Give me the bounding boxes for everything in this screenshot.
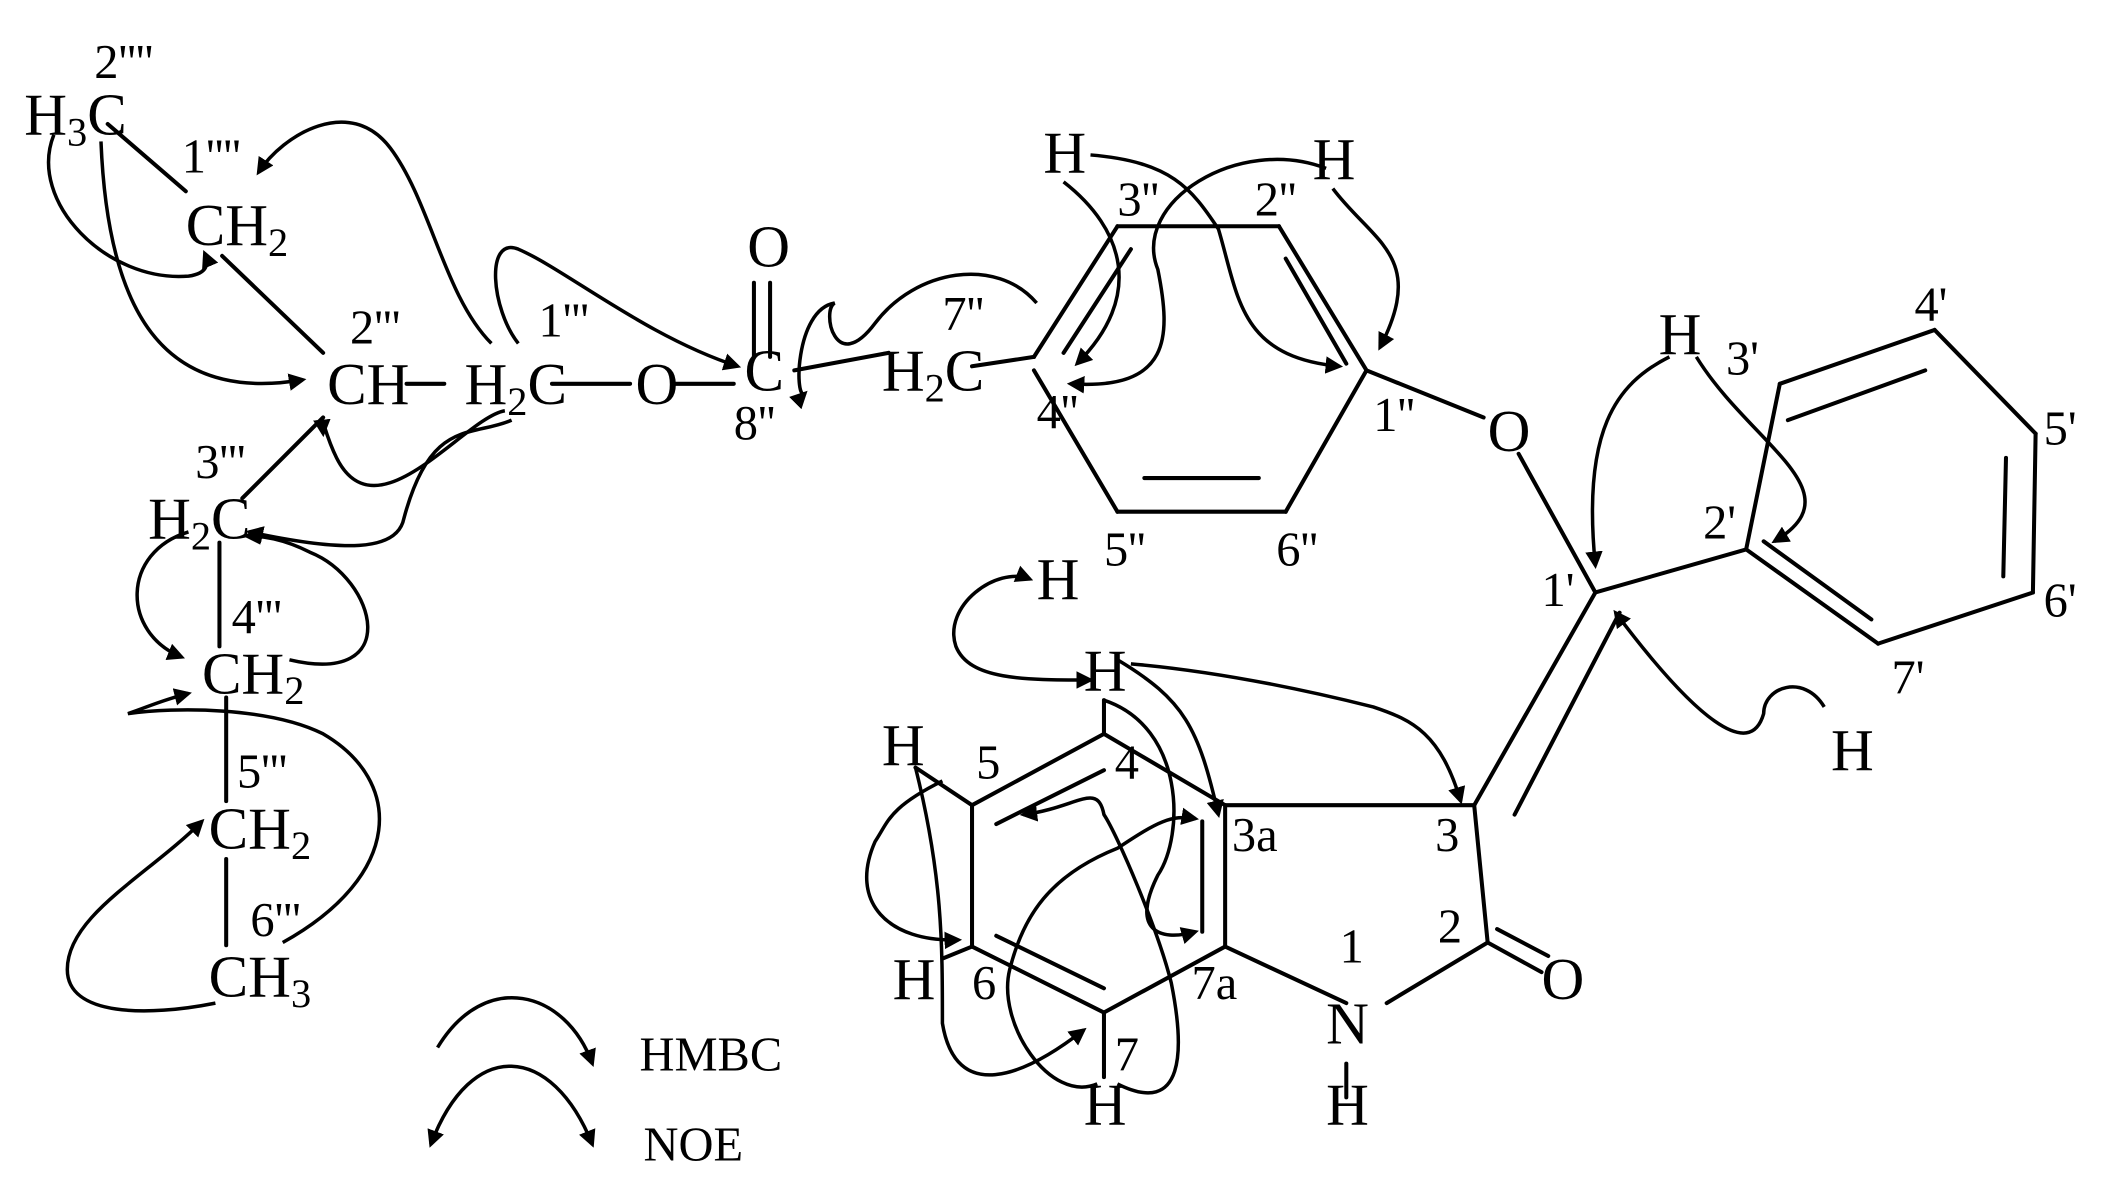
label-h2c-7pp: H2C — [882, 338, 984, 411]
label-4p: 4' — [1914, 279, 1947, 332]
hmbc-arrow — [788, 272, 1038, 410]
label-1: 1 — [1340, 921, 1364, 974]
hmbc-arrow — [135, 530, 189, 661]
label-3a: 3a — [1232, 809, 1278, 862]
legend-noe-arrow-icon — [427, 1064, 596, 1148]
label-7pp: 7'' — [942, 288, 984, 341]
hmbc-arrow — [913, 767, 1087, 1077]
label-ch2-5ppp: CH2 — [209, 795, 311, 868]
label-ch2-1pppp: CH2 — [186, 192, 288, 265]
label-3ppp: 3''' — [195, 436, 245, 489]
hmbc-arrow — [65, 818, 216, 1013]
label-2p: 2' — [1703, 497, 1736, 550]
label-6ppp: 6''' — [250, 894, 300, 947]
label-h-5: H — [882, 712, 925, 778]
hmbc-arrow — [1006, 807, 1199, 1089]
hmbc-arrow — [245, 418, 513, 548]
label-4: 4 — [1115, 736, 1139, 789]
hmbc-arrow — [864, 779, 963, 950]
hmbc-arrow — [46, 134, 219, 279]
label-h-5pp: H — [1037, 546, 1080, 612]
label-1p: 1' — [1542, 564, 1575, 617]
label-h-6: H — [893, 946, 936, 1012]
hmbc-arrow — [1130, 662, 1466, 805]
label-4ppp: 4''' — [232, 591, 282, 644]
hmbc-arrow — [493, 245, 742, 371]
label-3pp: 3'' — [1117, 174, 1159, 227]
label-6p: 6' — [2044, 575, 2077, 628]
hmbc-arrow — [99, 141, 307, 391]
hmbc-arrow — [256, 120, 493, 345]
label-7p: 7' — [1892, 651, 1925, 704]
label-6pp: 6'' — [1276, 524, 1318, 577]
legend-noe-label: NOE — [644, 1119, 744, 1172]
label-h2c-3ppp: H2C — [148, 486, 250, 559]
hmbc-arrow — [313, 409, 506, 488]
label-5pp: 5'' — [1104, 524, 1146, 577]
label-2pp: 2'' — [1255, 174, 1297, 227]
noe-arrow — [952, 565, 1095, 689]
label-1pp: 1'' — [1373, 389, 1415, 442]
hmbc-arrow — [1694, 355, 1807, 544]
label-h-7p: H — [1831, 717, 1874, 783]
hmbc-arrow — [242, 527, 370, 666]
label-1ppp: 1''' — [539, 295, 589, 348]
hmbc-arrow — [1585, 355, 1671, 570]
label-ch2-4ppp: CH2 — [202, 640, 304, 713]
label-h-2pp: H — [1313, 126, 1356, 192]
hmbc-arrow — [1066, 157, 1327, 394]
legend-hmbc-label: HMBC — [639, 1028, 782, 1081]
label-5: 5 — [976, 736, 1000, 789]
label-o-2: O — [1542, 946, 1585, 1012]
label-h3c: H3C — [24, 82, 126, 155]
label-h-7: H — [1084, 1071, 1127, 1137]
label-4pp: 4'' — [1037, 386, 1079, 439]
label-o-carbonyl: O — [747, 214, 790, 280]
hmbc-arrow — [127, 688, 381, 945]
label-2pppp: 2'''' — [94, 36, 153, 89]
hmbc-arrow — [1331, 187, 1400, 351]
label-5ppp: 5''' — [237, 746, 287, 799]
label-2: 2 — [1438, 901, 1462, 954]
label-o-ether: O — [1488, 398, 1531, 464]
label-o-ester: O — [635, 351, 678, 417]
label-h2c-1ppp: H2C — [464, 351, 566, 424]
correlation-arrows — [46, 120, 1826, 1148]
label-n-atom: N — [1326, 990, 1369, 1056]
label-7a: 7a — [1191, 957, 1237, 1010]
label-ch-2ppp: CH — [327, 351, 409, 417]
label-h-4: H — [1084, 638, 1127, 704]
label-1pppp: 1'''' — [182, 130, 241, 183]
hmbc-arrow — [1103, 698, 1199, 945]
label-ch3-6ppp: CH3 — [209, 943, 311, 1016]
label-h-3p: H — [1659, 301, 1702, 367]
label-5p: 5' — [2044, 402, 2077, 455]
legend: HMBC NOE — [639, 1028, 782, 1171]
bond-lines — [105, 121, 2038, 1100]
label-c-carbonyl: C — [745, 338, 785, 404]
atom-labels: 2'''' H3C 1'''' CH2 2''' CH 1''' H2C O O… — [24, 36, 2076, 1137]
hmbc-arrow — [1613, 609, 1826, 735]
label-6: 6 — [972, 957, 996, 1010]
label-h-3pp: H — [1043, 119, 1086, 185]
label-3: 3 — [1435, 809, 1459, 862]
legend-hmbc-arrow-icon — [436, 996, 596, 1067]
hmbc-arrow — [1062, 180, 1121, 367]
hmbc-arrow — [1116, 658, 1224, 819]
hmbc-arrow — [1090, 153, 1344, 374]
label-2ppp: 2''' — [350, 301, 400, 354]
label-h-n: H — [1326, 1071, 1369, 1137]
hmbc-arrow — [1019, 796, 1181, 1095]
label-7: 7 — [1115, 1028, 1139, 1081]
label-8pp: 8'' — [734, 397, 776, 450]
label-3p: 3' — [1726, 332, 1759, 385]
